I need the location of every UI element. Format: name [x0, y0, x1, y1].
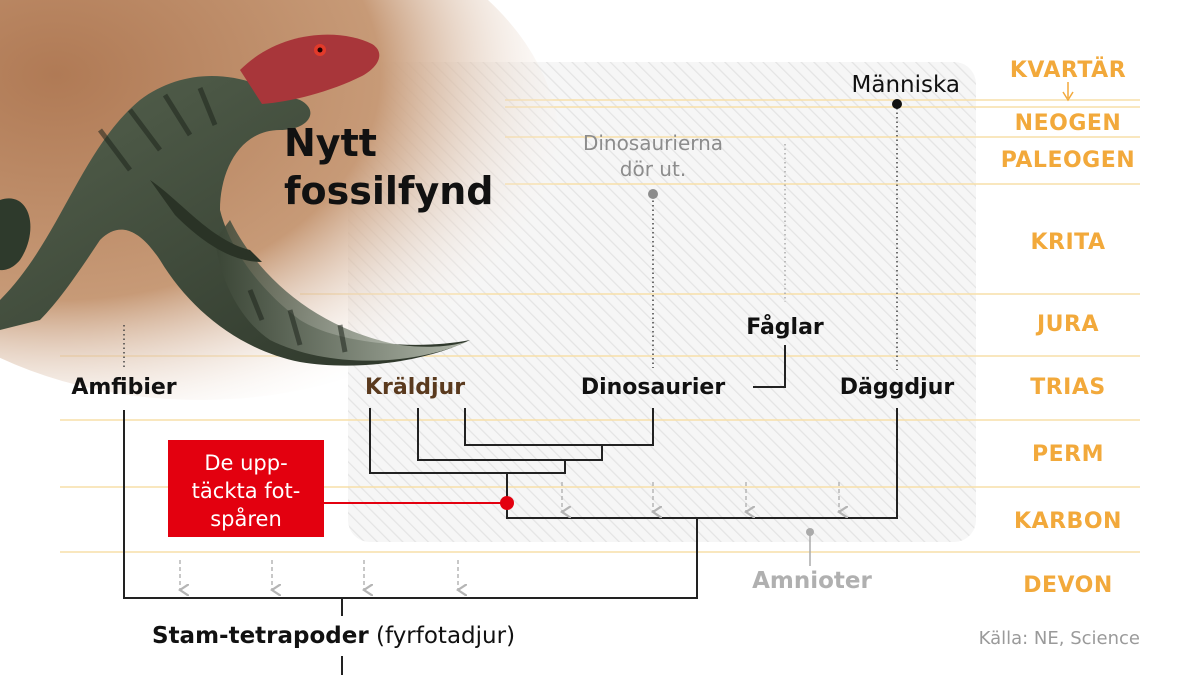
- period-jura: JURA: [1035, 312, 1099, 337]
- lizard-illustration: [0, 0, 560, 400]
- label-amfibier: Amfibier: [71, 375, 176, 400]
- time-arrows: [180, 482, 839, 590]
- period-karbon: KARBON: [1014, 509, 1122, 534]
- branch-amniote: [506, 408, 898, 519]
- stem-bold: Stam-tetrapoder: [152, 623, 369, 649]
- amnioter-dot: [806, 528, 814, 536]
- label-dinosaurier: Dinosaurier: [581, 375, 725, 400]
- callout-line-2: täckta fot-: [192, 479, 301, 503]
- label-manniska: Människa: [852, 72, 960, 98]
- headline-line-2: fossilfynd: [284, 169, 493, 213]
- branch-reptile-group: [417, 408, 603, 461]
- period-devon: DEVON: [1023, 573, 1113, 598]
- footprint-marker: [500, 496, 514, 510]
- callout-box: [168, 440, 324, 537]
- extinction-note-line-1: Dinosaurierna: [583, 131, 723, 155]
- label-stem-tetrapoder: Stam-tetrapoder (fyrfotadjur): [152, 623, 515, 649]
- period-kvartar: KVARTÄR: [1010, 57, 1126, 83]
- period-perm: PERM: [1032, 442, 1104, 467]
- period-trias: TRIAS: [1030, 375, 1106, 400]
- branch-dinosaur-group: [464, 408, 654, 446]
- label-amnioter: Amnioter: [752, 568, 872, 594]
- callout-line-1: De upp-: [204, 451, 287, 475]
- phylogenetic-tree: [123, 345, 898, 675]
- extinction-note-line-2: dör ut.: [620, 157, 686, 181]
- period-paleogen: PALEOGEN: [1001, 148, 1135, 173]
- period-neogen: NEOGEN: [1015, 111, 1122, 136]
- branch-faglar: [753, 345, 786, 388]
- extinction-dot: [648, 189, 658, 199]
- label-faglar: Fåglar: [746, 314, 824, 340]
- manniska-dot: [892, 99, 902, 109]
- period-labels: KVARTÄR NEOGEN PALEOGEN KRITA JURA TRIAS…: [1001, 57, 1135, 598]
- period-krita: KRITA: [1031, 230, 1106, 255]
- source-credit: Källa: NE, Science: [979, 628, 1140, 649]
- label-daggdjur: Däggdjur: [840, 375, 955, 400]
- stem-plain: (fyrfotadjur): [369, 623, 515, 649]
- branch-sauropsid: [369, 408, 566, 474]
- headline-line-1: Nytt: [284, 121, 377, 165]
- label-kraldjur: Kräldjur: [365, 375, 465, 400]
- branch-tetrapod: [123, 410, 698, 599]
- callout-line-3: spåren: [210, 506, 282, 531]
